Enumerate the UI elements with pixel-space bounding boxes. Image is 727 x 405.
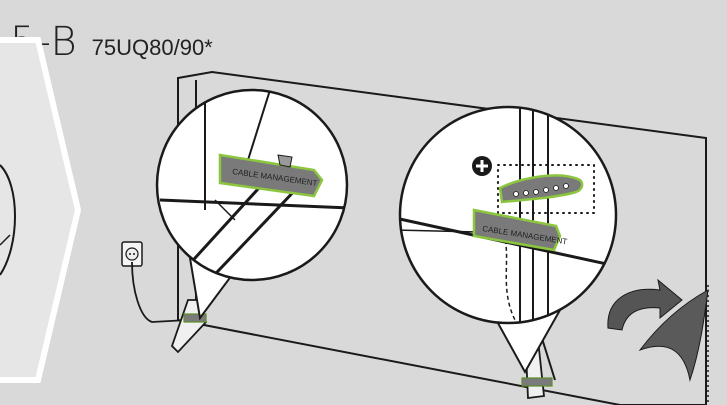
previous-step-chevron — [0, 37, 82, 383]
cable-tie-strap — [498, 174, 584, 204]
page-curl-icon — [638, 285, 709, 405]
cable-management-clip-right: CABLE MANAGEMENT — [472, 208, 568, 252]
cable-management-clip-left: CABLE MANAGEMENT — [218, 153, 324, 198]
power-cable — [131, 261, 189, 323]
model-label: 75UQ80/90* — [91, 35, 213, 60]
zoom-bubble-left: CABLE MANAGEMENT — [155, 88, 349, 321]
target-area-dotted — [497, 164, 595, 214]
zoom-bubble-right: CABLE MANAGEMENT — [398, 105, 618, 375]
plus-circle-icon — [472, 156, 492, 176]
curved-arrow-icon — [607, 278, 683, 331]
